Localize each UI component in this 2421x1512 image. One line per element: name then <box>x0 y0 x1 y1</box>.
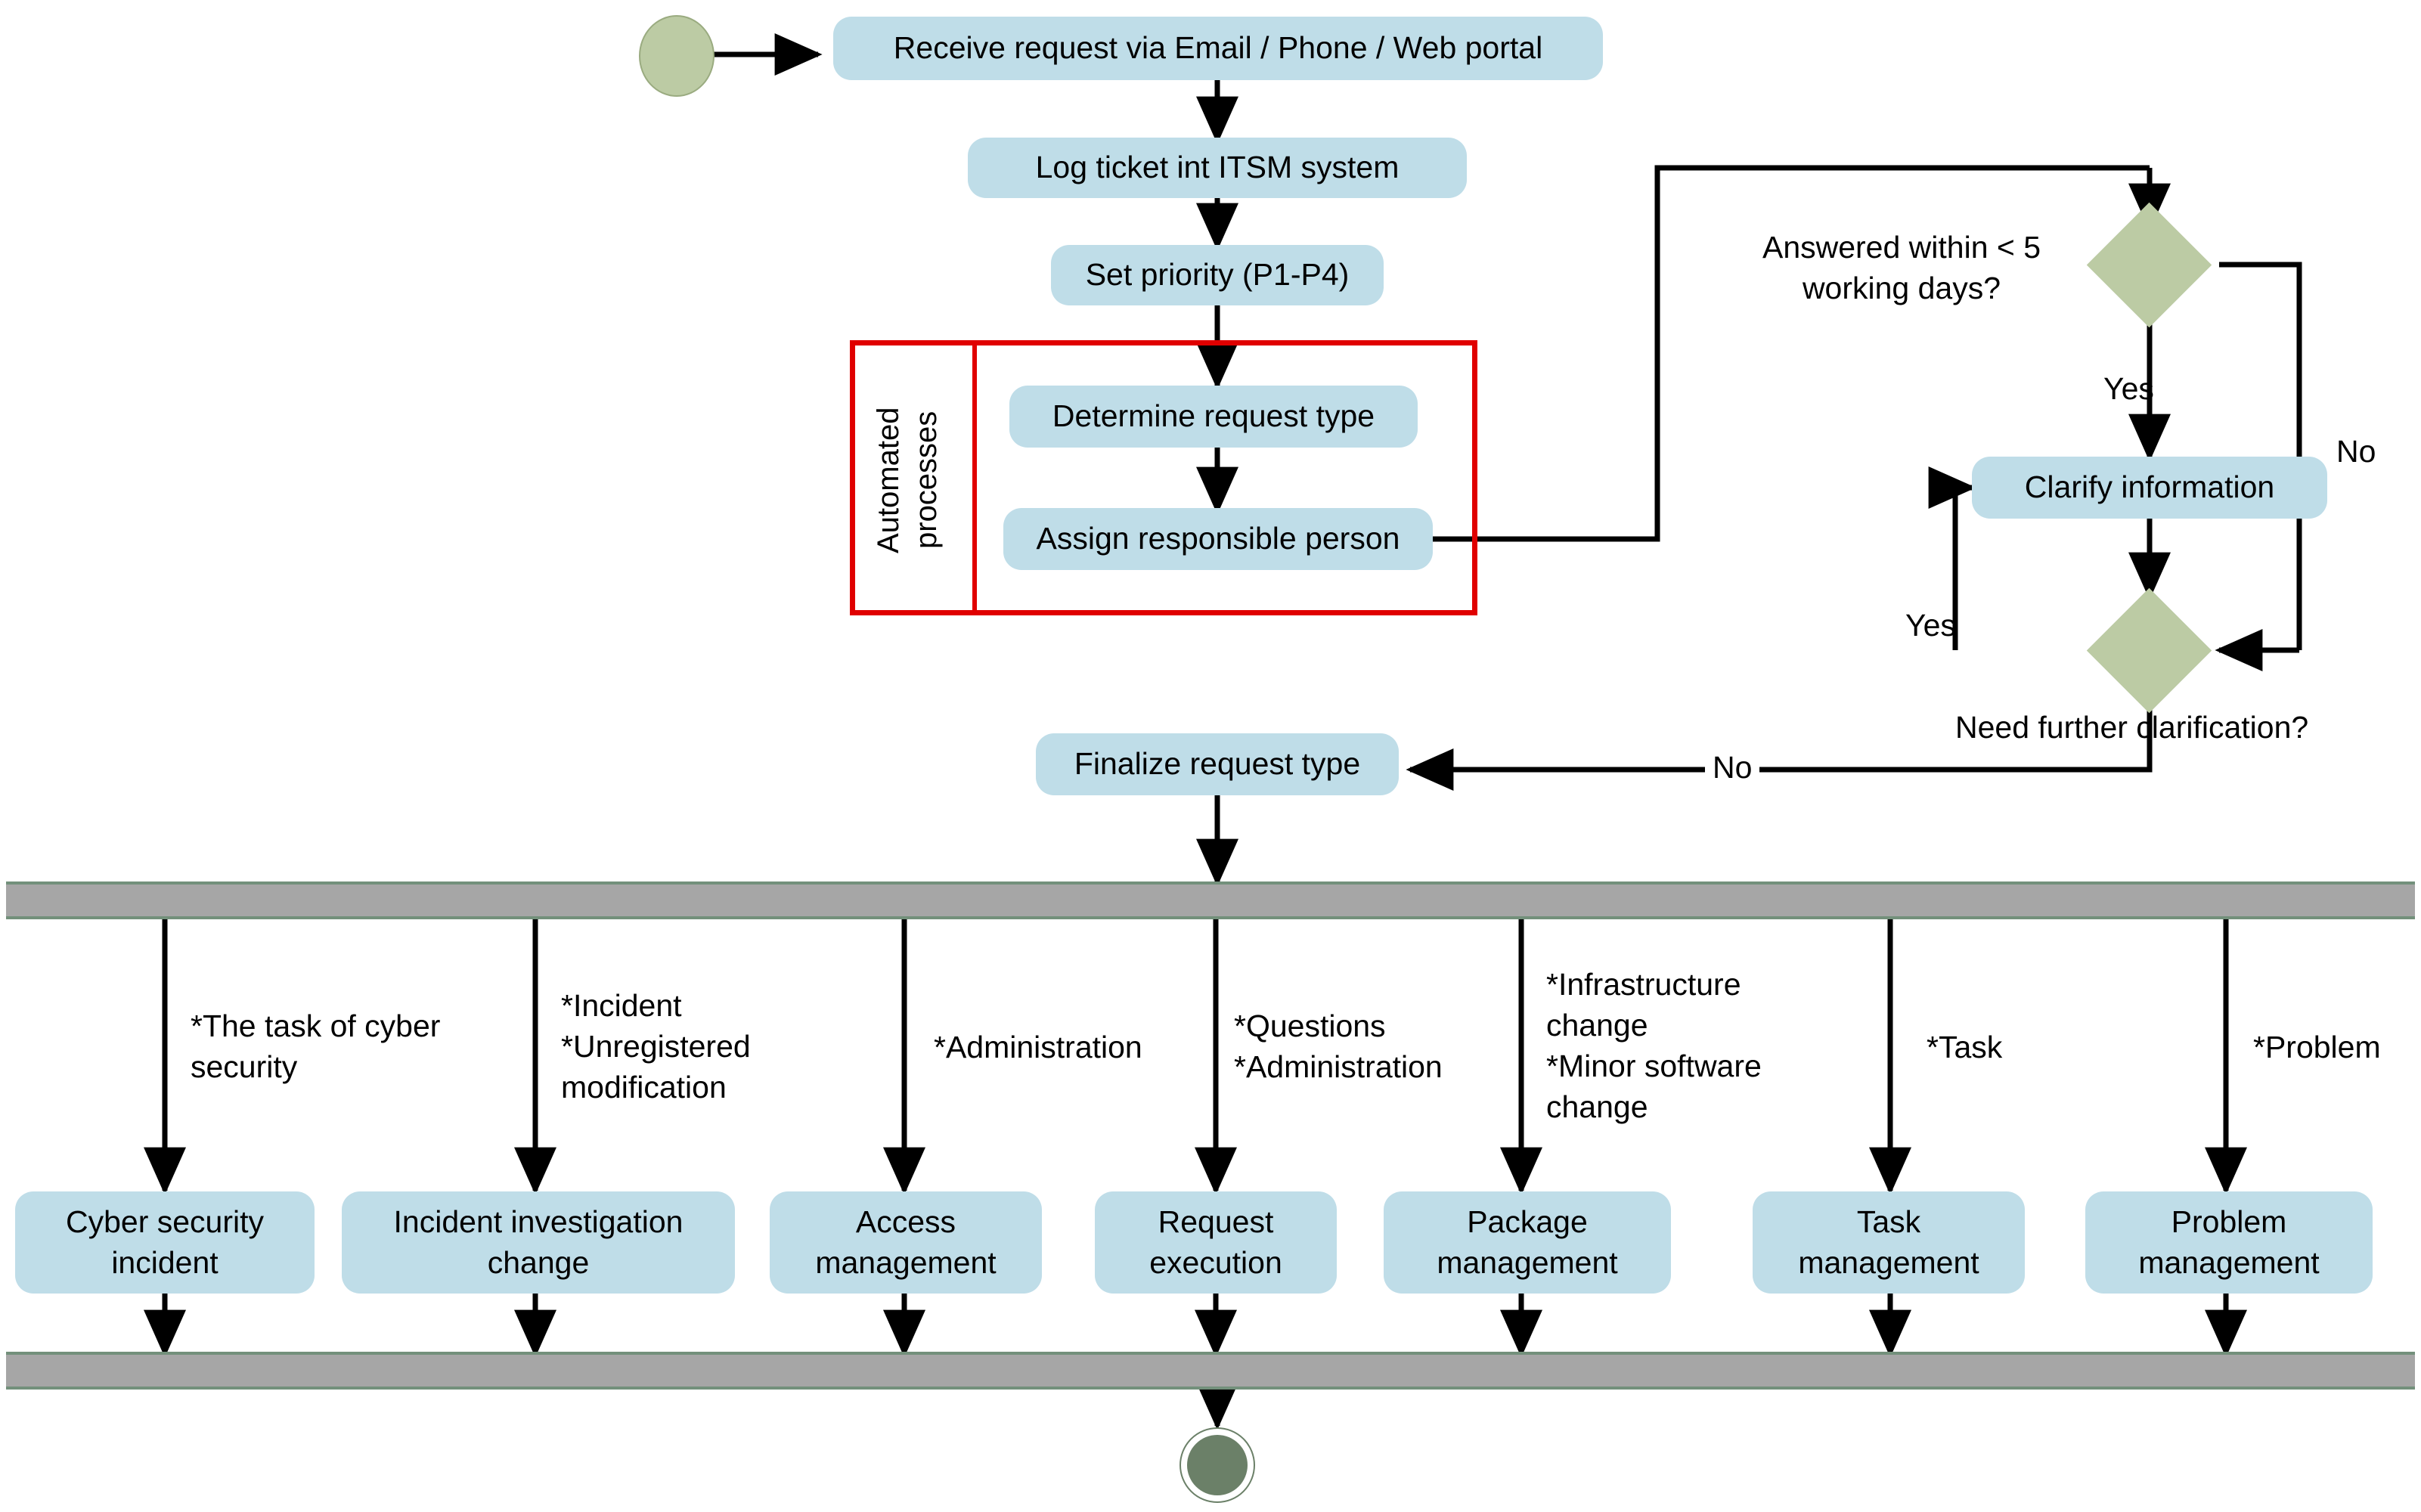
branch-note-1: *Incident *Unregistered modification <box>561 988 751 1105</box>
node-assign[interactable]: Assign responsible person <box>1003 508 1433 570</box>
decision-further-label: Need further clarification? <box>1955 710 2309 745</box>
node-log-label: Log ticket int ITSM system <box>1035 150 1400 185</box>
node-request-execution[interactable]: Request execution <box>1095 1191 1337 1294</box>
node-finalize-label: Finalize request type <box>1074 746 1361 782</box>
end-node-fill <box>1187 1435 1248 1495</box>
branch-note-4: *Infrastructure change *Minor software c… <box>1546 967 1762 1125</box>
node-access-management[interactable]: Access management <box>770 1191 1042 1294</box>
branch-note-6: *Problem <box>2253 1030 2381 1064</box>
node-problem-management-label: Problem management <box>2138 1204 2320 1280</box>
branch-note-5: *Task <box>1927 1030 2003 1064</box>
node-cyber-security-incident[interactable]: Cyber security incident <box>15 1191 315 1294</box>
fork-bar <box>6 881 2415 919</box>
node-determine[interactable]: Determine request type <box>1009 386 1418 448</box>
start-node <box>639 15 715 97</box>
node-package-management[interactable]: Package management <box>1384 1191 1671 1294</box>
node-cyber-security-incident-label: Cyber security incident <box>65 1204 264 1280</box>
branch-note-2: *Administration <box>934 1030 1142 1064</box>
edge-label-answered-no: No <box>2336 434 2376 469</box>
node-task-management-label: Task management <box>1798 1204 1979 1280</box>
end-node <box>1180 1427 1255 1503</box>
node-receive-label: Receive request via Email / Phone / Web … <box>893 30 1543 66</box>
node-clarify-label: Clarify information <box>2024 469 2275 505</box>
node-package-management-label: Package management <box>1437 1204 1618 1280</box>
branch-note-0: *The task of cyber security <box>191 1009 441 1085</box>
node-incident-investigation-change[interactable]: Incident investigation change <box>342 1191 735 1294</box>
automated-processes-group <box>850 340 1477 615</box>
node-access-management-label: Access management <box>815 1204 997 1280</box>
branch-note-3: *Questions *Administration <box>1234 1009 1443 1085</box>
decision-need-further-clarification[interactable] <box>2086 587 2212 714</box>
node-receive[interactable]: Receive request via Email / Phone / Web … <box>833 17 1603 80</box>
node-problem-management[interactable]: Problem management <box>2085 1191 2373 1294</box>
node-clarify[interactable]: Clarify information <box>1972 457 2327 519</box>
node-priority-label: Set priority (P1-P4) <box>1085 257 1350 293</box>
node-assign-label: Assign responsible person <box>1036 521 1400 556</box>
automated-processes-label: Automated processes <box>872 407 943 553</box>
node-finalize[interactable]: Finalize request type <box>1036 733 1399 795</box>
node-priority[interactable]: Set priority (P1-P4) <box>1051 245 1384 305</box>
node-determine-label: Determine request type <box>1052 398 1375 434</box>
node-log[interactable]: Log ticket int ITSM system <box>968 138 1467 198</box>
node-incident-investigation-change-label: Incident investigation change <box>393 1204 684 1280</box>
decision-answered-label: Answered within < 5 working days? <box>1762 230 2041 306</box>
edge-label-answered-yes: Yes <box>2103 371 2154 406</box>
automated-processes-divider <box>972 345 977 610</box>
edge-label-further-no: No <box>1705 747 1760 789</box>
join-bar <box>6 1352 2415 1390</box>
decision-answered-within-5-days[interactable] <box>2086 202 2212 328</box>
node-task-management[interactable]: Task management <box>1753 1191 2025 1294</box>
edge-label-further-yes: Yes <box>1905 608 1956 643</box>
node-request-execution-label: Request execution <box>1149 1204 1282 1280</box>
